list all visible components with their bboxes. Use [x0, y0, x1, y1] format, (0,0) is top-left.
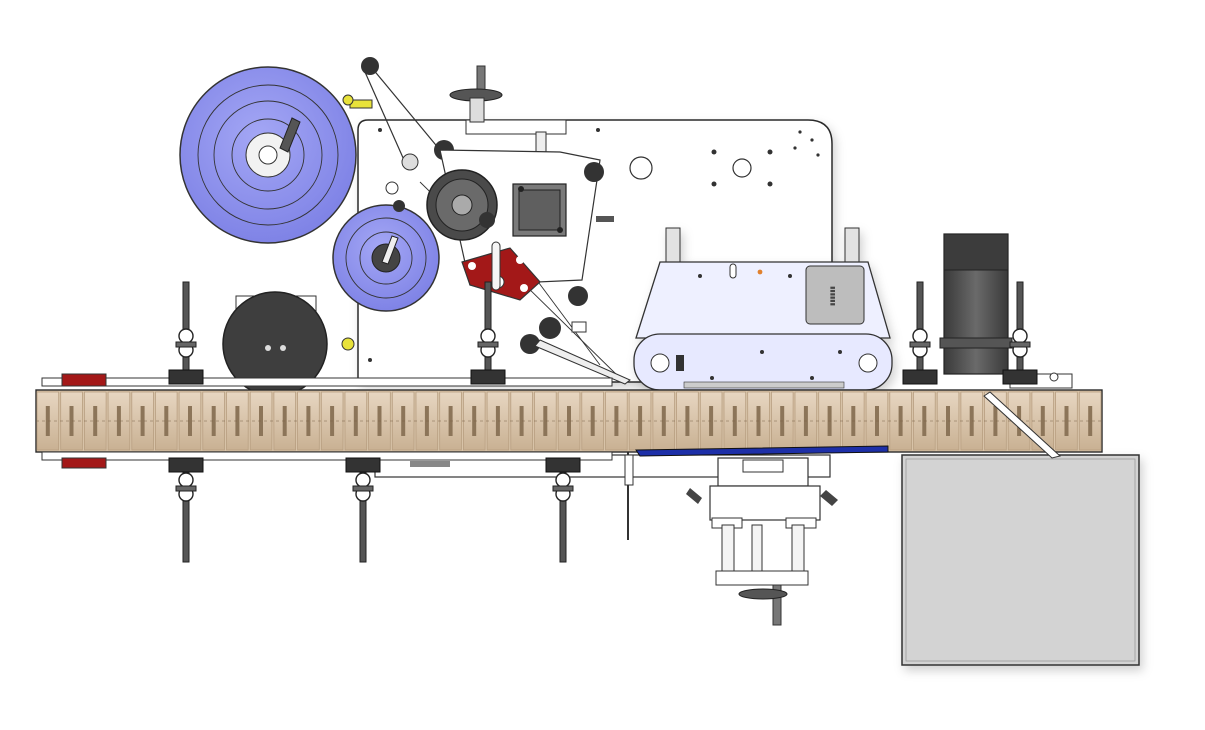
rail-post: [168, 281, 204, 385]
conveyor-slat-notch: [614, 406, 619, 436]
rail-post: [545, 457, 581, 563]
conveyor-slat-notch: [685, 406, 690, 436]
left-motor: [222, 291, 355, 397]
conveyor-slat-notch: [164, 406, 169, 436]
conveyor-slat-notch: [140, 406, 145, 436]
rail-post: [902, 281, 938, 385]
rail-post: [168, 457, 204, 563]
conveyor-slat-notch: [969, 406, 974, 436]
conveyor-slat-notch: [661, 406, 666, 436]
conveyor-slat-notch: [45, 406, 50, 436]
conveyor-slat-notch: [1040, 406, 1045, 436]
conveyor-slat-notch: [590, 406, 595, 436]
lower-rail-posts: [168, 457, 581, 563]
conveyor-slat-notch: [1088, 406, 1093, 436]
applicator-module: ▮▮▮▮▮▮: [633, 227, 893, 391]
conveyor-slat-notch: [1064, 406, 1069, 436]
rail-post: [470, 281, 506, 385]
conveyor-motor: [939, 233, 1013, 375]
conveyor-slat-notch: [638, 406, 643, 436]
drive-assembly: [426, 149, 614, 306]
conveyor-slat-notch: [188, 406, 192, 436]
top-handwheel: [449, 65, 503, 123]
svg-text:▮▮▮▮▮▮: ▮▮▮▮▮▮: [829, 286, 836, 306]
conveyor-slat-notch: [519, 406, 524, 436]
conveyor-slat-notch: [543, 406, 548, 436]
conveyor-slat-notch: [993, 406, 998, 436]
control-box: [901, 454, 1140, 666]
conveyor-slat-notch: [116, 406, 121, 436]
conveyor-slat-notch: [211, 406, 216, 436]
conveyor-slat-notch: [709, 406, 714, 436]
height-adjuster: [686, 457, 838, 626]
conveyor-slat-notch: [235, 406, 240, 436]
conveyor-slat-notch: [495, 406, 500, 436]
conveyor-slat-notch: [93, 406, 98, 436]
conveyor-slat-notch: [567, 406, 571, 436]
conveyor-belt: [35, 389, 1103, 453]
label-supply-roll: [179, 66, 357, 244]
lower-guide-rail: [41, 391, 1062, 469]
label-rewind-roll: [332, 200, 440, 312]
rail-post: [1002, 281, 1038, 385]
peel-plate-bracket: [461, 241, 541, 301]
upper-rail-posts: [168, 281, 1038, 385]
conveyor-slat-notch: [69, 406, 74, 436]
rail-post: [345, 457, 381, 563]
peel-rollers: [520, 317, 631, 385]
